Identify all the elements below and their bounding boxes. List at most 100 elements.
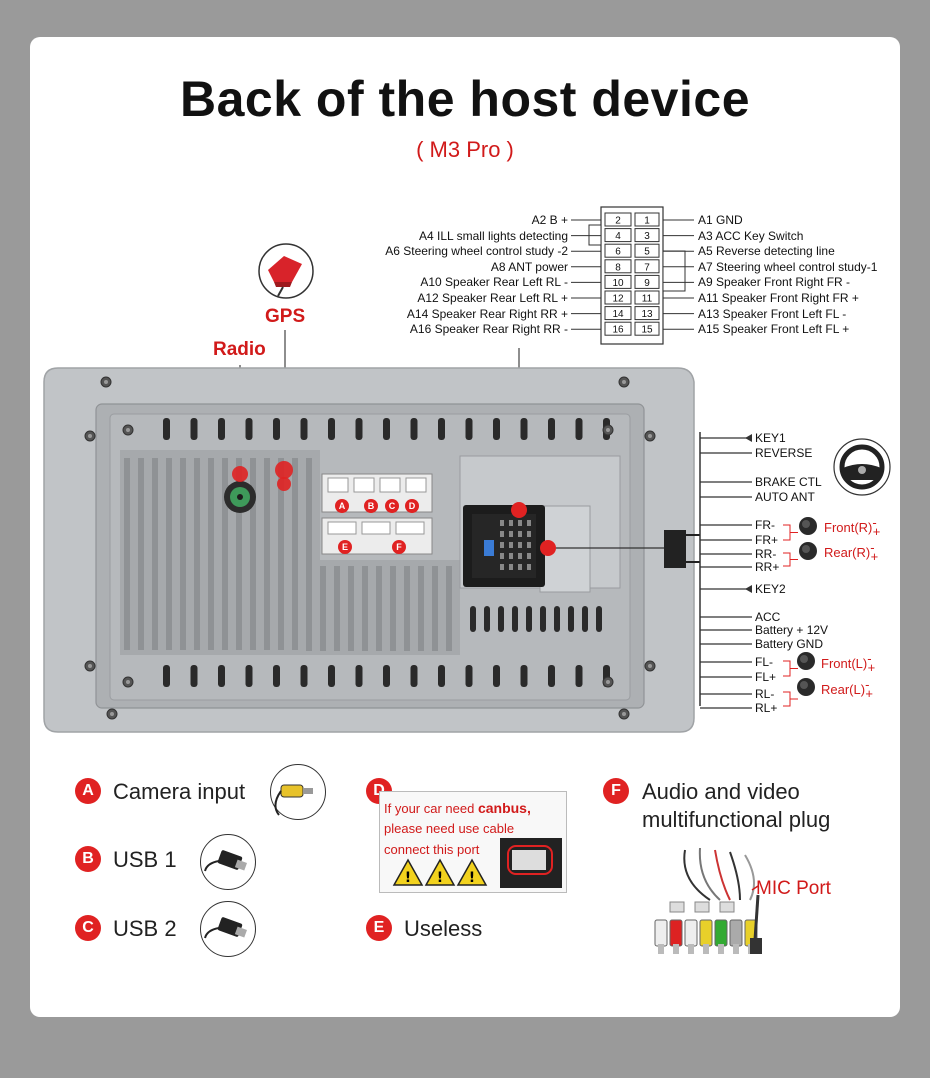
pin-number: 1	[644, 216, 650, 227]
warning-icon: !	[424, 858, 456, 886]
pin-label-right: A7 Steering wheel control study-1	[698, 259, 878, 274]
rca-plug	[699, 919, 713, 954]
wire-label: KEY1	[755, 431, 786, 445]
pin-number: 16	[612, 325, 624, 336]
rear-l-label: Rear(L)-+	[821, 677, 874, 701]
legend-e-text: Useless	[404, 916, 483, 941]
steering-wheel-icon	[833, 438, 891, 496]
wire-label: BRAKE CTL	[755, 475, 822, 489]
pin-label-right: A13 Speaker Front Left FL -	[698, 306, 847, 321]
legend-c-badge: C	[75, 915, 101, 941]
canbus-line-2: please need use cable	[384, 821, 515, 836]
pin-label-left: A14 Speaker Rear Right RR +	[406, 306, 568, 321]
wire-label: RR-	[755, 547, 777, 561]
wire-label: AUTO ANT	[755, 490, 815, 504]
rca-plug	[654, 919, 668, 954]
canbus-line-3: connect this port	[384, 842, 480, 857]
pin-number: 13	[641, 309, 653, 320]
wire-label: FL-	[755, 655, 773, 669]
rca-camera-icon	[270, 764, 326, 820]
pin-number: 3	[644, 231, 650, 242]
av-cable-harness-icon	[654, 847, 762, 954]
legend-e-badge: E	[366, 915, 392, 941]
pin-label-left: A12 Speaker Rear Left RL +	[417, 291, 568, 305]
wire-label: ACC	[755, 610, 781, 624]
legend-f-text-2: multifunctional plug	[642, 807, 831, 832]
wire-label: KEY2	[755, 582, 786, 596]
harness-plug	[664, 530, 686, 568]
mic-port-label: MIC Port	[756, 878, 831, 899]
rca-plug	[714, 919, 728, 954]
wire-label: RL+	[755, 701, 778, 715]
pin-number: 12	[612, 294, 624, 305]
port-marker-a: A	[335, 499, 349, 513]
pin-label-right: A15 Speaker Front Left FL +	[698, 322, 850, 337]
legend-b-text: USB 1	[113, 847, 177, 872]
wire-label: FR-	[755, 518, 775, 532]
pin-label-left: A6 Steering wheel control study -2	[385, 244, 568, 259]
gps-label: GPS	[265, 306, 306, 327]
canbus-line-1: If your car need canbus,	[384, 800, 531, 816]
svg-text:!: !	[405, 870, 411, 886]
canbus-port-photo	[500, 838, 562, 888]
gps-marker	[275, 461, 293, 479]
pin-number: 11	[642, 294, 653, 305]
pin-number: 4	[615, 231, 621, 242]
pin-label-right: A1 GND	[698, 213, 743, 227]
legend-c-text: USB 2	[113, 916, 177, 941]
legend-a-text: Camera input	[113, 779, 246, 804]
wire-label: FR+	[755, 533, 779, 547]
legend-b-badge: B	[75, 846, 101, 872]
wire-label: FL+	[755, 670, 777, 684]
pin-label-left: A10 Speaker Rear Left RL -	[420, 275, 568, 290]
port-marker-b: B	[364, 499, 378, 513]
front-r-label: Front(R)-+	[824, 515, 881, 539]
pin-label-left: A4 ILL small lights detecting	[419, 228, 568, 243]
warning-icon: !	[392, 858, 424, 886]
pin-label-right: A5 Reverse detecting line	[698, 244, 835, 259]
front-l-label: Front(L)-+	[821, 651, 876, 675]
pin-label-left: A2 B +	[531, 213, 568, 227]
speaker-icon	[797, 678, 815, 696]
pin-label-left: A16 Speaker Rear Right RR -	[409, 322, 568, 337]
rca-plug	[684, 919, 698, 954]
radio-label: Radio	[213, 339, 266, 360]
svg-text:!: !	[469, 870, 475, 886]
wire-label: RR+	[755, 560, 780, 574]
usb2-cable-icon	[200, 901, 256, 957]
usb1-cable-icon	[200, 834, 256, 890]
gps-antenna-icon	[258, 243, 314, 299]
warning-icon: !	[456, 858, 488, 886]
port-marker-f: F	[392, 540, 406, 554]
rca-plug	[729, 919, 743, 954]
iso-marker	[511, 502, 527, 518]
pin-number: 5	[644, 247, 650, 258]
pin-label-left: A8 ANT power	[490, 259, 568, 274]
pin-number: 8	[615, 262, 621, 273]
rear-r-label: Rear(R)-+	[824, 540, 879, 564]
pin-number: 9	[644, 278, 650, 289]
radio-marker	[232, 466, 248, 482]
rca-plug	[669, 919, 683, 954]
legend-a-badge: A	[75, 778, 101, 804]
pin-number: 7	[644, 262, 650, 273]
pin-label-right: A9 Speaker Front Right FR -	[698, 275, 851, 290]
speaker-icon	[797, 652, 815, 670]
port-marker-d: D	[405, 499, 419, 513]
wire-label: Battery + 12V	[755, 623, 829, 637]
pin-number: 14	[612, 309, 624, 320]
pin-label-right: A3 ACC Key Switch	[698, 228, 804, 243]
wire-label: REVERSE	[755, 446, 813, 460]
legend-f-badge: F	[603, 778, 629, 804]
page-title: Back of the host device	[180, 71, 750, 127]
port-marker-c: C	[385, 499, 399, 513]
iso-marker-2	[540, 540, 556, 556]
wire-label: RL-	[755, 687, 775, 701]
pin-label-right: A11 Speaker Front Right FR +	[698, 291, 859, 305]
speaker-icon	[799, 542, 817, 560]
device-back-panel	[43, 367, 695, 733]
svg-text:!: !	[437, 870, 443, 886]
pin-number: 2	[615, 216, 621, 227]
